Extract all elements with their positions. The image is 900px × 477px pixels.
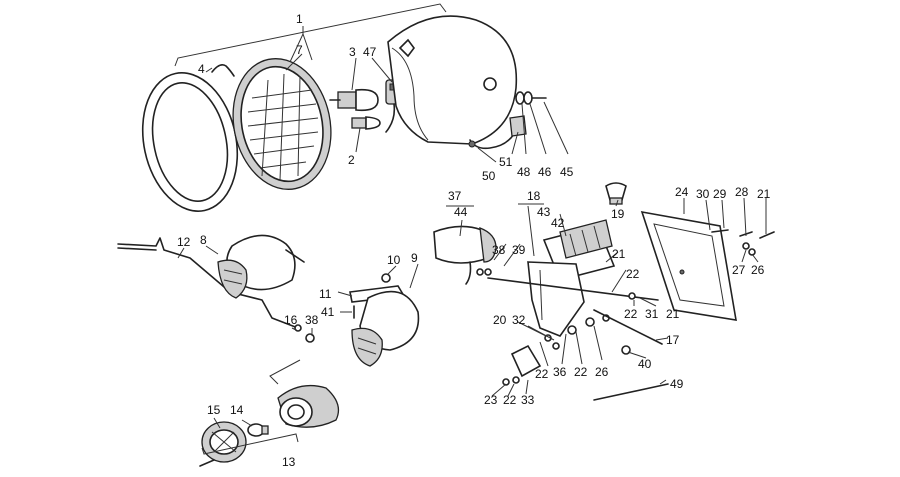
- callout-8: 8: [200, 233, 207, 247]
- callout-13: 13: [282, 455, 296, 469]
- callout-22-c: 22: [535, 367, 549, 381]
- callout-7: 7: [296, 43, 303, 57]
- horn-right: [351, 290, 420, 367]
- callout-37: 37: [448, 189, 462, 203]
- leader-lines-tail-light: [459, 205, 669, 397]
- callout-48: 48: [517, 165, 531, 179]
- leader-lines-turn-signal: [201, 417, 299, 455]
- callout-50: 50: [482, 169, 496, 183]
- pilot-bulb: [351, 116, 381, 130]
- callout-21: 21: [757, 187, 771, 201]
- turn-signal-lens: [201, 421, 247, 463]
- callout-22: 22: [626, 267, 640, 281]
- callout-42: 42: [551, 216, 565, 230]
- horn-bracket: [117, 237, 299, 329]
- callout-26-b: 26: [595, 365, 609, 379]
- callout-22-d: 22: [574, 365, 588, 379]
- leader-lines-horn-left: [177, 245, 313, 336]
- headlamp-shell: [387, 15, 518, 145]
- callout-11: 11: [319, 287, 332, 301]
- callout-20: 20: [493, 313, 507, 327]
- callout-9: 9: [411, 251, 418, 265]
- callout-27: 27: [732, 263, 746, 277]
- callout-26: 26: [751, 263, 765, 277]
- mounting-rod-17: [593, 309, 663, 345]
- callout-36: 36: [553, 365, 567, 379]
- tail-light-assembly: [433, 203, 669, 401]
- callout-40: 40: [638, 357, 652, 371]
- callout-22-b: 22: [624, 307, 638, 321]
- license-plate-assembly: [605, 182, 775, 321]
- callout-41: 41: [321, 305, 335, 319]
- leader-lines-horn-right: [337, 263, 419, 313]
- callout-30: 30: [696, 187, 710, 201]
- callout-14: 14: [230, 403, 244, 417]
- callout-28: 28: [735, 185, 749, 199]
- turn-signal-bulb: [247, 423, 269, 437]
- callout-3: 3: [349, 45, 356, 59]
- callout-45: 45: [560, 165, 574, 179]
- leader-lines-plate: [615, 197, 767, 263]
- callout-labels: 1 7 4 3 47 2 50 51 48 46 45 12 8 10 9 11…: [177, 12, 771, 469]
- license-bulb: [605, 182, 627, 205]
- callout-33: 33: [521, 393, 535, 407]
- turn-signal-housing: [277, 384, 340, 428]
- callout-32: 32: [512, 313, 526, 327]
- callout-10: 10: [387, 253, 401, 267]
- callout-51: 51: [499, 155, 513, 169]
- cable-grommet: [468, 115, 527, 150]
- callout-21-b: 21: [612, 247, 626, 261]
- support-plate: [510, 344, 542, 378]
- callout-15: 15: [207, 403, 221, 417]
- headlamp-bulb: [329, 88, 379, 112]
- callout-18: 18: [527, 189, 541, 203]
- callout-2: 2: [348, 153, 355, 167]
- callout-4: 4: [198, 62, 205, 76]
- shell-fastener: [515, 91, 547, 105]
- turn-signal-link: [269, 359, 301, 385]
- turn-signal-assembly: [199, 359, 340, 467]
- callout-bracket-37-18: [446, 203, 544, 207]
- callout-49: 49: [670, 377, 684, 391]
- callout-21-c: 21: [666, 307, 680, 321]
- callout-46: 46: [538, 165, 552, 179]
- horn-right-assembly: [337, 263, 420, 367]
- callout-16: 16: [284, 313, 298, 327]
- leader-lines-headlamp: [205, 26, 569, 163]
- tail-light-bracket: [527, 261, 585, 337]
- callout-19: 19: [611, 207, 625, 221]
- headlamp-lens: [232, 58, 332, 190]
- callout-23: 23: [484, 393, 498, 407]
- callout-44: 44: [454, 205, 468, 219]
- plate-holder: [640, 210, 737, 321]
- callout-43: 43: [537, 205, 551, 219]
- callout-12: 12: [177, 235, 191, 249]
- clip: [211, 64, 235, 77]
- callout-38: 38: [305, 313, 319, 327]
- callout-22-e: 22: [503, 393, 517, 407]
- callout-31: 31: [645, 307, 659, 321]
- headlamp-assembly: [141, 3, 569, 212]
- callout-bracket-1: [174, 3, 447, 67]
- horn-left: [217, 234, 305, 299]
- callout-38-b: 38: [492, 243, 506, 257]
- callout-39: 39: [512, 243, 526, 257]
- callout-1: 1: [296, 12, 303, 26]
- callout-17: 17: [666, 333, 680, 347]
- horn-bracket-assembly: [117, 234, 315, 343]
- rear-reflector: [433, 225, 497, 285]
- headlamp-trim-ring: [141, 72, 239, 212]
- rod-49: [593, 383, 669, 401]
- callout-24: 24: [675, 185, 689, 199]
- callout-29: 29: [713, 187, 727, 201]
- callout-47: 47: [363, 45, 377, 59]
